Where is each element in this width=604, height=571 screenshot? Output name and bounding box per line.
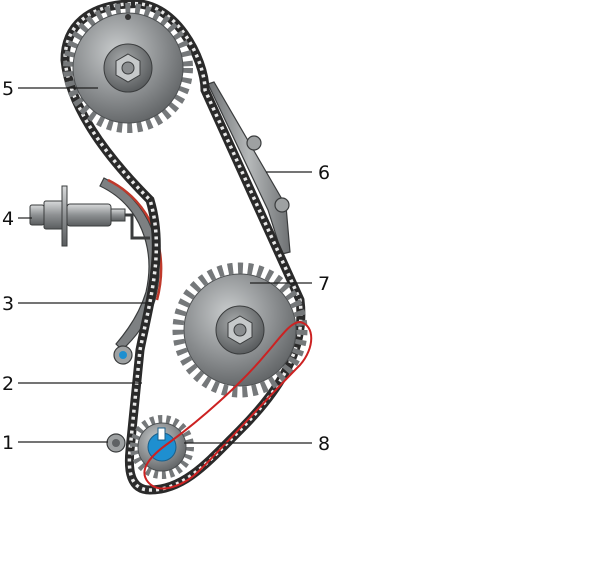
callout-5: 5 (2, 78, 14, 100)
callout-4: 4 (2, 208, 14, 230)
upper-camshaft-sprocket (63, 3, 193, 133)
guide-pin (106, 433, 126, 453)
callout-2: 2 (2, 373, 14, 395)
callout-6: 6 (318, 162, 330, 184)
chain-guide (207, 81, 291, 255)
callout-8: 8 (318, 433, 330, 455)
callout-1: 1 (2, 432, 14, 454)
callout-7: 7 (318, 273, 330, 295)
highlight-marker-loop (143, 320, 313, 490)
chain-tensioner (29, 185, 150, 247)
camshaft-sprocket (172, 262, 308, 398)
callout-3: 3 (2, 293, 14, 315)
